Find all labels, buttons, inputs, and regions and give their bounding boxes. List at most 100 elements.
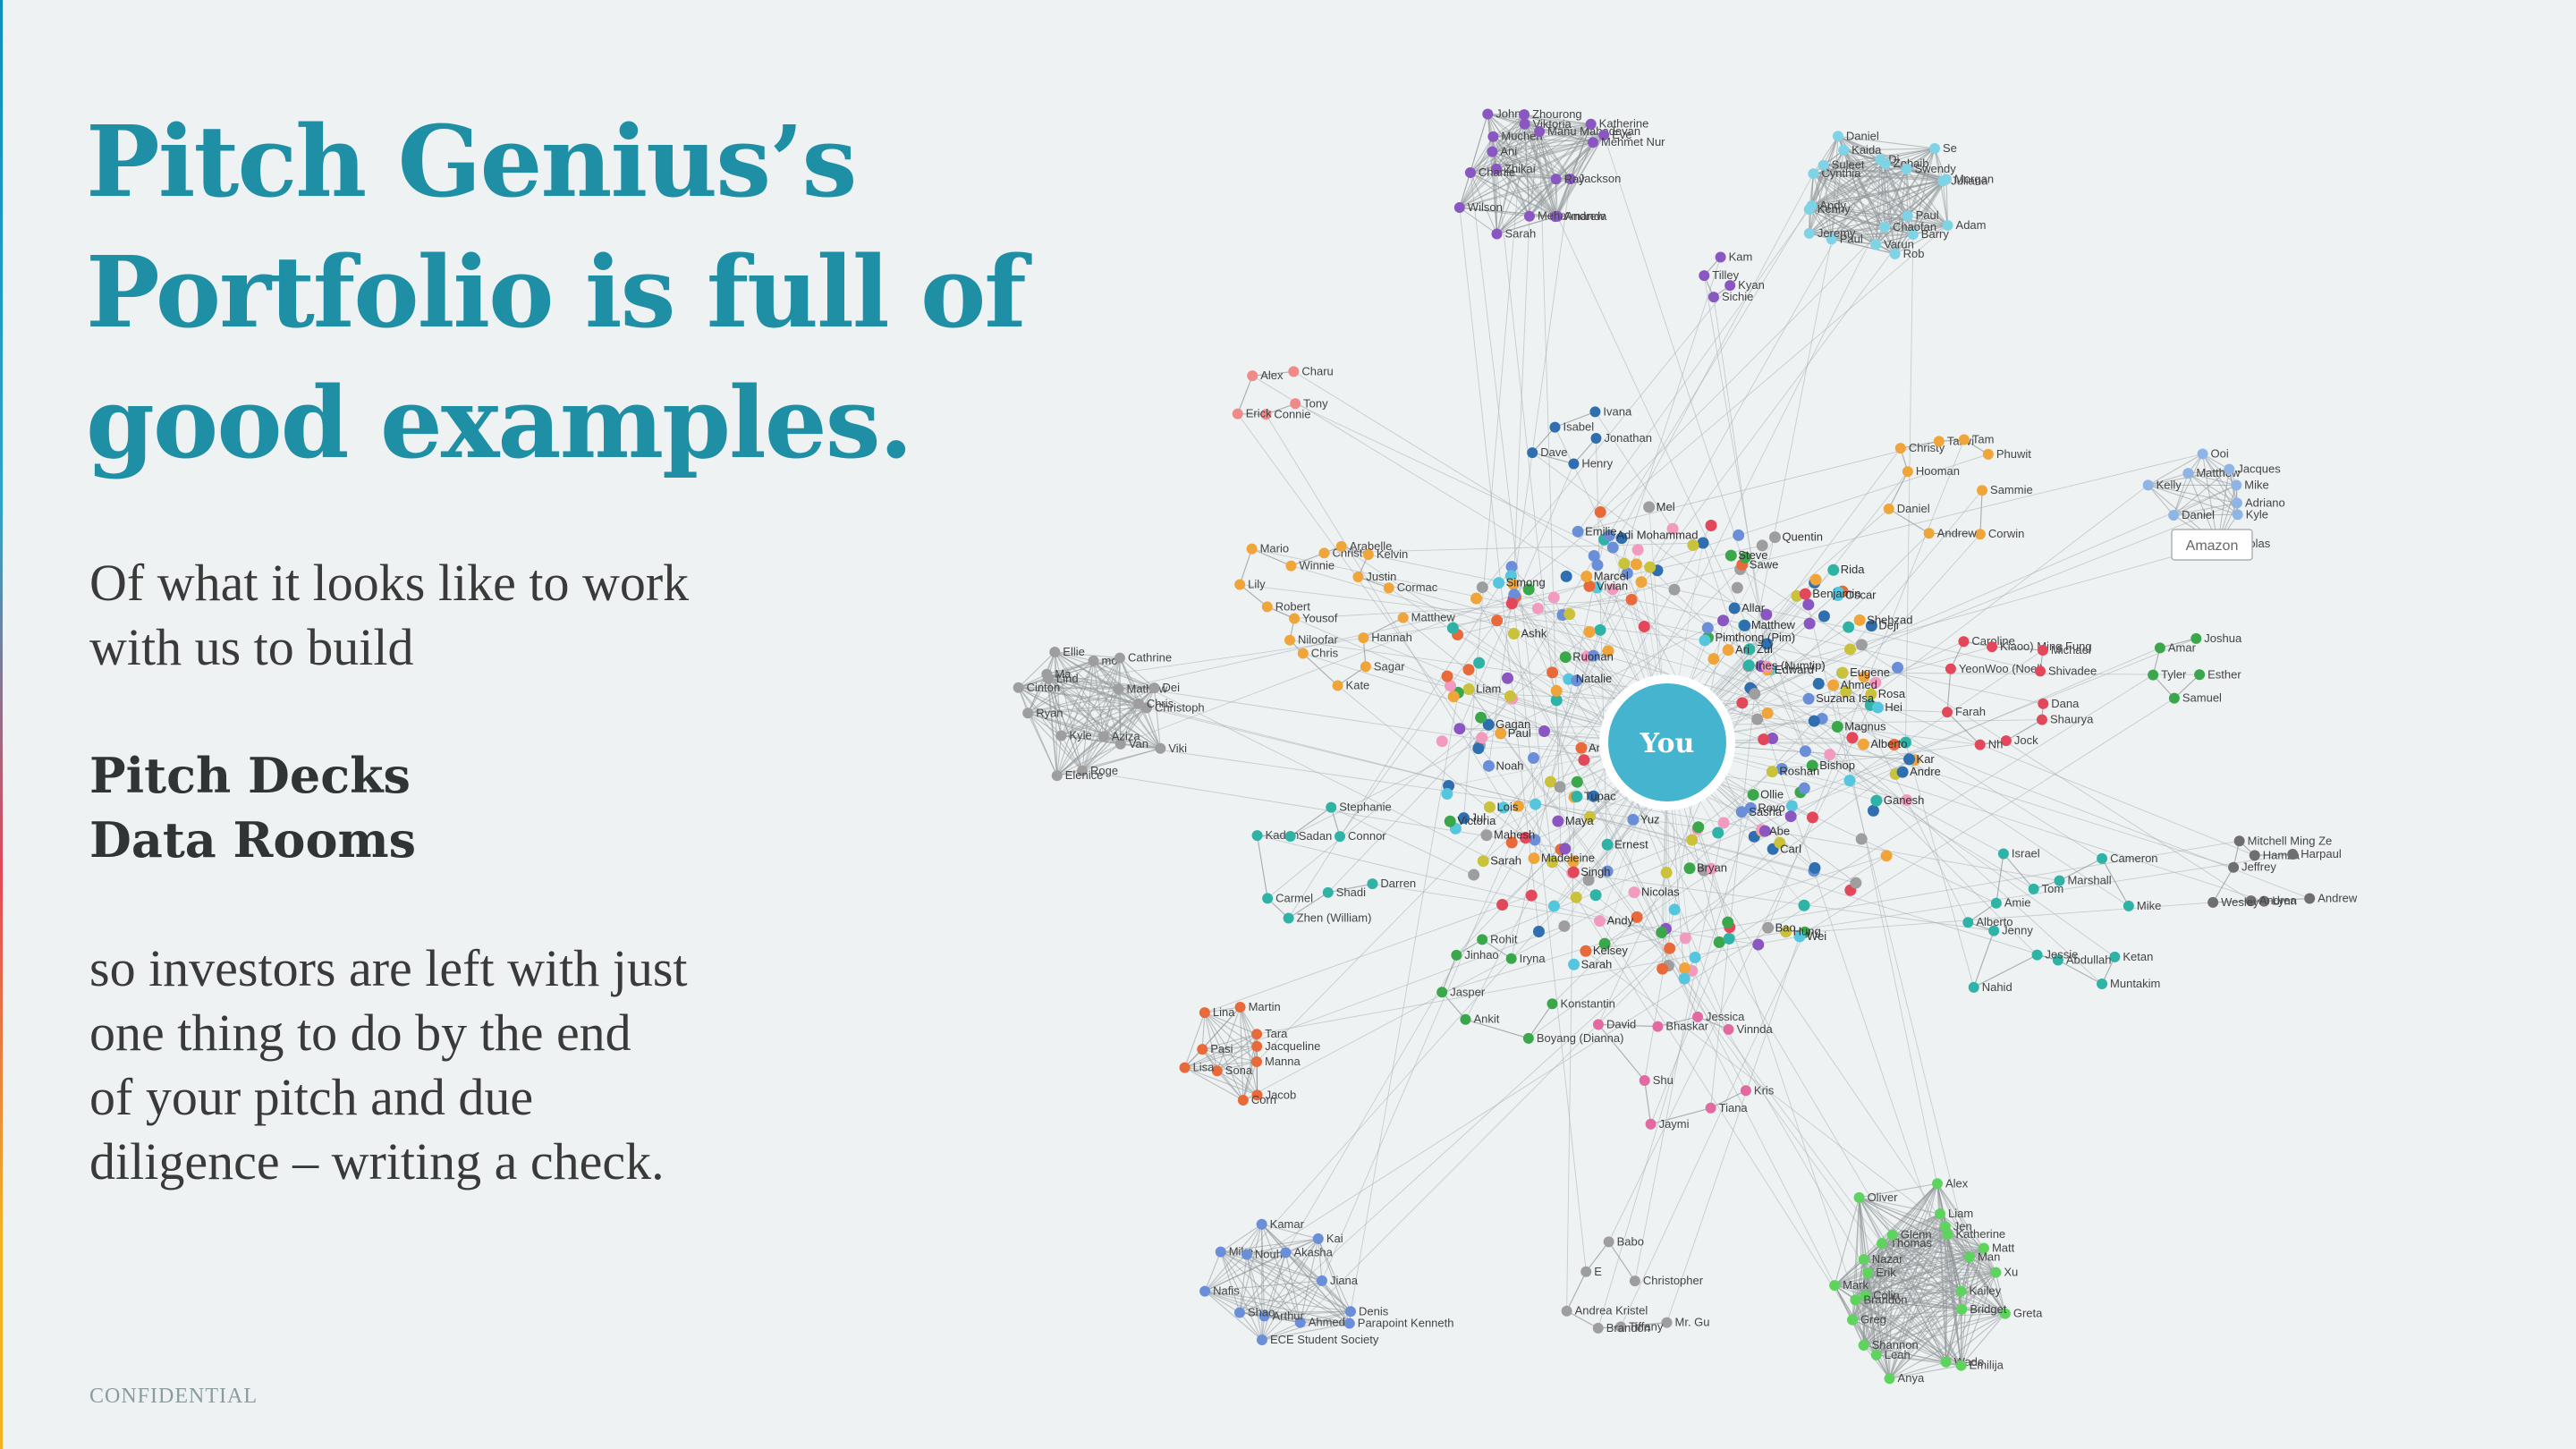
contact-node xyxy=(1280,1247,1292,1258)
graph-edge xyxy=(1481,938,1513,960)
graph-edge xyxy=(2159,638,2197,648)
contact-label: Marcel xyxy=(1594,569,1629,582)
graph-edge xyxy=(1056,703,1140,776)
contact-label: John xyxy=(1496,107,1521,121)
contact-node xyxy=(1558,919,1571,932)
contact-node xyxy=(1447,691,1460,703)
contact-node xyxy=(1592,1322,1604,1334)
contact-node xyxy=(1731,581,1743,594)
graph-edge xyxy=(1081,689,1120,772)
graph-edge xyxy=(1811,180,1944,207)
contact-label: Benjamin xyxy=(1812,587,1860,600)
contact-label: Liam xyxy=(1948,1207,1973,1220)
contact-node xyxy=(1594,623,1606,636)
contact-node xyxy=(2097,978,2108,989)
contact-node xyxy=(1451,949,1462,961)
services-list: Pitch Decks Data Rooms xyxy=(89,743,416,872)
graph-edge xyxy=(1834,1284,1853,1320)
graph-edge xyxy=(1493,134,1605,138)
graph-edge xyxy=(1666,936,1801,1323)
contact-cluster: GretaKaileyBridgetWadeEmilijaAnyaLeahSha… xyxy=(1829,1176,2043,1385)
headline-line: Pitch Genius’s xyxy=(86,104,857,219)
contact-label: Zul xyxy=(1757,642,1773,656)
contact-node xyxy=(2228,861,2240,873)
graph-edge xyxy=(1216,1070,1258,1096)
contact-label: Corwin xyxy=(1988,527,2024,540)
contact-node xyxy=(1900,736,1912,749)
service-item: Data Rooms xyxy=(89,811,417,869)
graph-edge xyxy=(2202,453,2238,504)
contact-label: Wei xyxy=(1807,929,1826,943)
contact-node xyxy=(1546,856,1558,869)
contact-label: Hei xyxy=(1885,700,1902,714)
contact-node xyxy=(1780,926,1792,938)
contact-label: Jessie xyxy=(2046,948,2079,962)
graph-edge xyxy=(1835,1272,1996,1286)
graph-edge xyxy=(1239,1252,1286,1313)
graph-edge xyxy=(1538,131,1562,850)
contact-label: Sarah xyxy=(1505,226,1537,240)
graph-edge xyxy=(1201,1006,1241,1050)
graph-edge xyxy=(1318,1238,1323,1281)
graph-edge xyxy=(1928,532,1980,535)
contact-label: Ashk xyxy=(1521,627,1546,640)
contact-node xyxy=(1853,614,1866,626)
graph-edge xyxy=(1453,453,1988,629)
graph-edge xyxy=(2173,469,2230,516)
graph-edge xyxy=(1595,411,1674,530)
contact-node xyxy=(1383,582,1394,594)
contact-node xyxy=(1977,485,1988,496)
contact-node xyxy=(1707,653,1720,665)
graph-edge xyxy=(1300,1310,1352,1324)
graph-edge xyxy=(1835,1256,1970,1286)
contact-label: Amanda xyxy=(1563,209,1607,223)
graph-edge xyxy=(1767,543,2218,671)
contact-label: Hung xyxy=(1793,925,1821,938)
graph-edge xyxy=(1634,822,1724,1282)
contact-node xyxy=(2190,632,2202,644)
contact-node xyxy=(1322,886,1334,898)
contact-label: Allar xyxy=(1741,601,1766,614)
graph-edge xyxy=(1538,131,1594,143)
contact-node xyxy=(1550,694,1563,707)
graph-edge xyxy=(1809,180,1944,210)
contact-label: Jeremy xyxy=(1818,226,1856,240)
contact-label: Mitchell Ming Ze xyxy=(2248,834,2333,847)
graph-edge xyxy=(1184,1067,1217,1072)
contact-node xyxy=(1652,1021,1664,1032)
contact-label: Morgan xyxy=(1954,173,1994,186)
contact-node xyxy=(1584,810,1597,823)
contact-node xyxy=(1621,567,1633,580)
contact-label: Chaofan xyxy=(1893,220,1936,233)
graph-edge xyxy=(1184,1033,1258,1069)
graph-edge xyxy=(1585,1241,1610,1273)
graph-edge xyxy=(1061,735,1083,772)
contact-label: Pimthong (Pim) xyxy=(1715,631,1795,644)
contact-node xyxy=(1955,1360,1967,1371)
graph-edge xyxy=(1257,835,1662,933)
contact-label: Tyler xyxy=(2161,668,2187,682)
contact-label: Quentin xyxy=(1782,530,1823,544)
graph-edge xyxy=(1239,1312,1263,1341)
graph-edge xyxy=(1697,1016,1729,1030)
contact-node xyxy=(1603,1236,1614,1248)
graph-edge xyxy=(1358,576,1389,589)
contact-node xyxy=(1768,531,1781,544)
graph-edge xyxy=(1093,660,1119,690)
graph-edge xyxy=(1321,1280,1352,1312)
contact-label: Kelsey xyxy=(1593,944,1629,957)
node-layer: JacksonRayAndrewAmandaMehaSarahWilsonZhi… xyxy=(1013,107,2358,1385)
contact-node xyxy=(1997,848,2009,860)
graph-edge xyxy=(1054,651,1063,736)
contact-node xyxy=(1707,292,1719,303)
graph-edge xyxy=(1961,1248,1985,1366)
contact-label: Shadi xyxy=(1336,886,1366,899)
contact-node xyxy=(1840,686,1852,699)
contact-node xyxy=(1615,1321,1627,1333)
graph-edge xyxy=(1934,148,1947,180)
graph-edge xyxy=(1261,1322,1301,1341)
contact-node xyxy=(1051,770,1063,782)
contact-node xyxy=(1211,1065,1223,1077)
graph-edge xyxy=(1573,796,2060,882)
